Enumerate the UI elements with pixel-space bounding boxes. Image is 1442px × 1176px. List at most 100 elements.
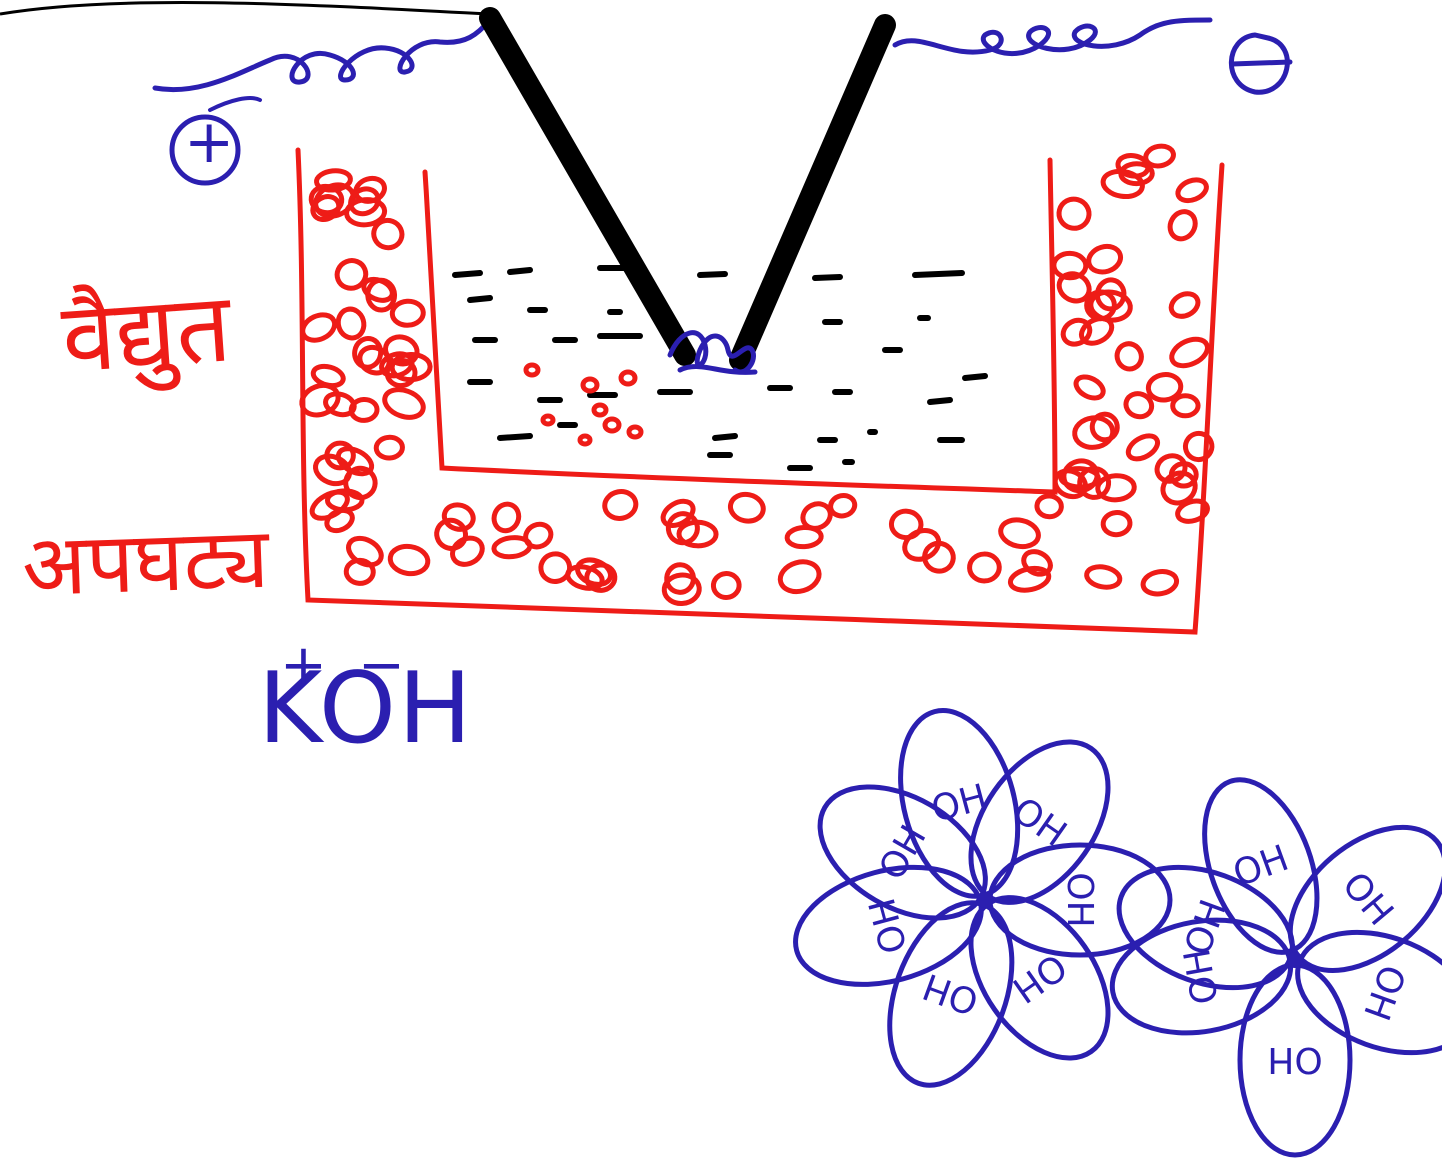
- bubble: [1170, 393, 1201, 419]
- right-electrode: [729, 14, 896, 371]
- cluster-center: [977, 892, 993, 908]
- bubble: [1175, 177, 1209, 204]
- bubble: [1086, 243, 1124, 275]
- bubble: [1100, 510, 1133, 538]
- bubble: [371, 217, 405, 251]
- cluster-center: [1287, 952, 1303, 968]
- bubble: [335, 306, 367, 341]
- formula-text: KOH: [258, 652, 474, 766]
- bubble: [1160, 470, 1198, 506]
- bubble: [1056, 196, 1092, 231]
- hydroxide-label: OH: [1059, 872, 1100, 927]
- ion-dot: [618, 369, 638, 387]
- liquid-dash: [507, 267, 533, 275]
- bubble: [664, 562, 696, 595]
- hydroxide-label: OH: [862, 894, 916, 958]
- bubble: [300, 312, 338, 343]
- hydroxide-label: OH: [1334, 865, 1401, 934]
- liquid-dash: [697, 271, 728, 278]
- left-coil-tail: [208, 96, 262, 112]
- bubble: [343, 465, 378, 501]
- electrolyte-label-line2: अपघट्य: [20, 508, 271, 616]
- bubble: [1140, 569, 1180, 597]
- bubble: [491, 501, 522, 534]
- negative-terminal: [1228, 32, 1293, 95]
- bubble: [1154, 453, 1188, 484]
- bubble: [967, 551, 1002, 584]
- bubble: [784, 525, 824, 550]
- bubble: [382, 387, 426, 420]
- bubble: [308, 183, 345, 216]
- electrolyte-bubbles: [299, 143, 1215, 606]
- bubble: [1123, 391, 1155, 420]
- cation-charge: +: [280, 633, 329, 698]
- hydroxide-ion: OH: [1237, 962, 1353, 1158]
- liquid-dash: [467, 295, 493, 303]
- liquid-dash: [927, 397, 953, 405]
- bubble: [346, 535, 384, 568]
- positive-sign: +: [184, 107, 235, 177]
- bubble: [323, 391, 357, 418]
- bubble: [1182, 430, 1215, 463]
- electrolyte-label-line1: वैद्युत: [58, 271, 235, 395]
- bubble: [1034, 493, 1064, 520]
- hydroxide-label: OH: [1177, 946, 1227, 1008]
- bubble: [389, 298, 426, 328]
- top-wire: [0, 0, 489, 16]
- ion-dot: [580, 376, 600, 394]
- bubble: [450, 535, 485, 567]
- bubble: [387, 543, 431, 577]
- bubble: [1021, 549, 1053, 577]
- bubble: [1175, 498, 1210, 524]
- bubble: [324, 507, 355, 534]
- bubble: [1143, 143, 1176, 169]
- hydroxide-ion: OH: [1109, 917, 1294, 1036]
- right-coiled-wire: [892, 17, 1213, 57]
- bubble: [727, 491, 766, 524]
- bubble: [1118, 161, 1155, 187]
- liquid-dash: [812, 274, 843, 281]
- hydroxide-label: OH: [1355, 959, 1412, 1025]
- left-coiled-wire: [152, 17, 493, 93]
- bubble: [710, 571, 742, 600]
- bubble: [998, 517, 1041, 550]
- bubble: [1167, 209, 1198, 242]
- bubble: [441, 502, 476, 532]
- bubble: [660, 498, 696, 529]
- ion-dot: [523, 362, 541, 378]
- liquid-dash: [712, 433, 738, 441]
- anion-charge: −: [358, 633, 407, 698]
- hydroxide-label: OH: [872, 819, 935, 887]
- bubble: [361, 276, 395, 303]
- ion-dot: [591, 402, 609, 418]
- bubble: [777, 559, 822, 595]
- bubble: [1051, 250, 1089, 281]
- bubble: [888, 508, 924, 541]
- koh-formula-label: + − KOH: [258, 638, 474, 759]
- bubble: [1125, 433, 1161, 462]
- bubble: [383, 334, 420, 367]
- left-electrode: [479, 7, 696, 366]
- ion-dot: [577, 433, 593, 447]
- bubble: [1073, 374, 1106, 401]
- bubble: [828, 493, 858, 519]
- liquid-dash: [452, 270, 483, 278]
- electrode-tip-deposit: [667, 330, 758, 375]
- bubble: [661, 572, 702, 606]
- bubble: [352, 335, 384, 370]
- liquid-surface-dashes: [452, 265, 988, 471]
- hydroxide-label: OH: [1267, 1039, 1322, 1080]
- hydroxide-label: OH: [927, 777, 991, 831]
- bubble: [334, 258, 369, 291]
- ion-dot: [626, 424, 644, 440]
- liquid-dash: [497, 433, 533, 441]
- bubble: [922, 540, 956, 574]
- bubble: [491, 535, 533, 560]
- bubble: [602, 489, 639, 521]
- bubble: [665, 511, 700, 546]
- hydroxide-label: OH: [1228, 838, 1294, 895]
- bubble: [1088, 289, 1133, 323]
- liquid-dash: [962, 373, 988, 381]
